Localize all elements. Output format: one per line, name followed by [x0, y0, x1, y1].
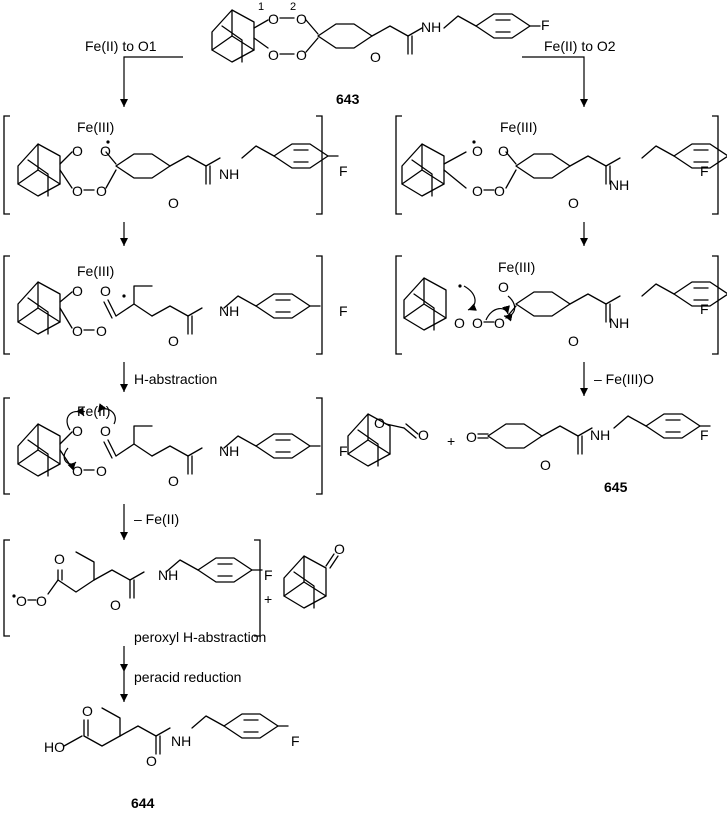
- atom-o: O: [72, 463, 83, 479]
- atom-o: O: [72, 143, 83, 159]
- atom-f: F: [541, 17, 550, 33]
- label-minus-fe2: – Fe(II): [134, 511, 179, 527]
- atom-o: O: [100, 423, 111, 439]
- intermediate-left-3: Fe(II) O O O O O NH F: [3, 397, 348, 495]
- atom-o: O: [72, 183, 83, 199]
- atom-f: F: [339, 443, 348, 459]
- plus-sign: +: [264, 591, 272, 607]
- atom-o: O: [110, 597, 121, 613]
- atom-o: O: [472, 315, 483, 331]
- label-fe2-to-o1: Fe(II) to O1: [85, 38, 157, 54]
- atom-o: O: [568, 195, 579, 211]
- position-1-label: 1: [258, 1, 264, 13]
- atom-o: O: [454, 315, 465, 331]
- atom-f: F: [700, 427, 709, 443]
- atom-f: F: [339, 163, 348, 179]
- atom-o: O: [498, 279, 509, 295]
- atom-nh: NH: [609, 315, 629, 331]
- atom-o: O: [540, 457, 551, 473]
- intermediate-right-2: Fe(III) O O O O O NH F: [395, 255, 727, 355]
- atom-o: O: [168, 333, 179, 349]
- compound-644: HO O O NH F 644: [44, 703, 300, 811]
- compound-645-label: 645: [604, 479, 628, 495]
- atom-nh: NH: [609, 177, 629, 193]
- atom-o: O: [268, 47, 279, 63]
- atom-o: O: [494, 183, 505, 199]
- atom-nh: NH: [158, 567, 178, 583]
- plus-sign: +: [447, 433, 455, 449]
- atom-o: O: [168, 195, 179, 211]
- compound-644-label: 644: [131, 795, 155, 811]
- atom-nh: NH: [421, 19, 441, 35]
- label-peracid-reduction: peracid reduction: [134, 669, 241, 685]
- atom-o: O: [494, 315, 505, 331]
- lactone-product: O O: [347, 413, 429, 467]
- label-h-abstraction: H-abstraction: [134, 371, 217, 387]
- position-2-label: 2: [290, 1, 296, 13]
- atom-f: F: [700, 163, 709, 179]
- atom-o: O: [72, 423, 83, 439]
- fe3-label: Fe(III): [500, 119, 537, 135]
- atom-o: O: [100, 143, 111, 159]
- atom-nh: NH: [171, 733, 191, 749]
- atom-o: O: [268, 11, 279, 27]
- atom-o: O: [334, 541, 345, 557]
- atom-o: O: [418, 427, 429, 443]
- atom-o: O: [168, 473, 179, 489]
- atom-nh: NH: [219, 166, 239, 182]
- atom-nh: NH: [219, 303, 239, 319]
- atom-o: O: [96, 323, 107, 339]
- label-fe2-to-o2: Fe(II) to O2: [544, 38, 616, 54]
- atom-o: O: [370, 49, 381, 65]
- atom-o: O: [82, 703, 93, 719]
- atom-o: O: [466, 429, 477, 445]
- label-minus-fe3o: – Fe(III)O: [594, 371, 654, 387]
- fe3-label: Fe(III): [498, 259, 535, 275]
- atom-ho: HO: [44, 739, 65, 755]
- atom-o: O: [36, 593, 47, 609]
- fe3-label: Fe(III): [77, 263, 114, 279]
- atom-o: O: [100, 283, 111, 299]
- atom-o: O: [72, 323, 83, 339]
- atom-f: F: [264, 567, 273, 583]
- intermediate-left-2: Fe(III) O O O O O NH F: [3, 255, 348, 355]
- fe2-label: Fe(II): [77, 403, 110, 419]
- branch-arrows: Fe(II) to O1 Fe(II) to O2: [85, 38, 616, 107]
- atom-o: O: [96, 463, 107, 479]
- label-peroxyl-h-abstraction: peroxyl H-abstraction: [134, 629, 266, 645]
- atom-o: O: [296, 47, 307, 63]
- atom-o: O: [96, 183, 107, 199]
- atom-o: O: [498, 143, 509, 159]
- atom-o: O: [16, 593, 27, 609]
- atom-f: F: [339, 303, 348, 319]
- compound-643: O O O O 1 2 O NH F 643: [211, 1, 550, 107]
- intermediate-right-1: O Fe(III) O O O O NH F: [395, 115, 727, 215]
- atom-o: O: [72, 283, 83, 299]
- atom-nh: NH: [219, 443, 239, 459]
- intermediate-left-1: Fe(III) O O O O O NH F: [3, 115, 348, 215]
- compound-643-label: 643: [336, 91, 360, 107]
- atom-f: F: [291, 733, 300, 749]
- atom-o: O: [472, 183, 483, 199]
- atom-o: O: [54, 551, 65, 567]
- compound-645: O O NH F 645: [466, 413, 711, 495]
- atom-o: O: [472, 143, 483, 159]
- atom-o: O: [296, 11, 307, 27]
- intermediate-left-4: O O O O NH F + O: [3, 539, 345, 637]
- atom-nh: NH: [590, 427, 610, 443]
- atom-o: O: [374, 415, 385, 431]
- atom-o: O: [146, 753, 157, 769]
- atom-o: O: [568, 333, 579, 349]
- atom-f: F: [700, 301, 709, 317]
- fe3-label: Fe(III): [77, 119, 114, 135]
